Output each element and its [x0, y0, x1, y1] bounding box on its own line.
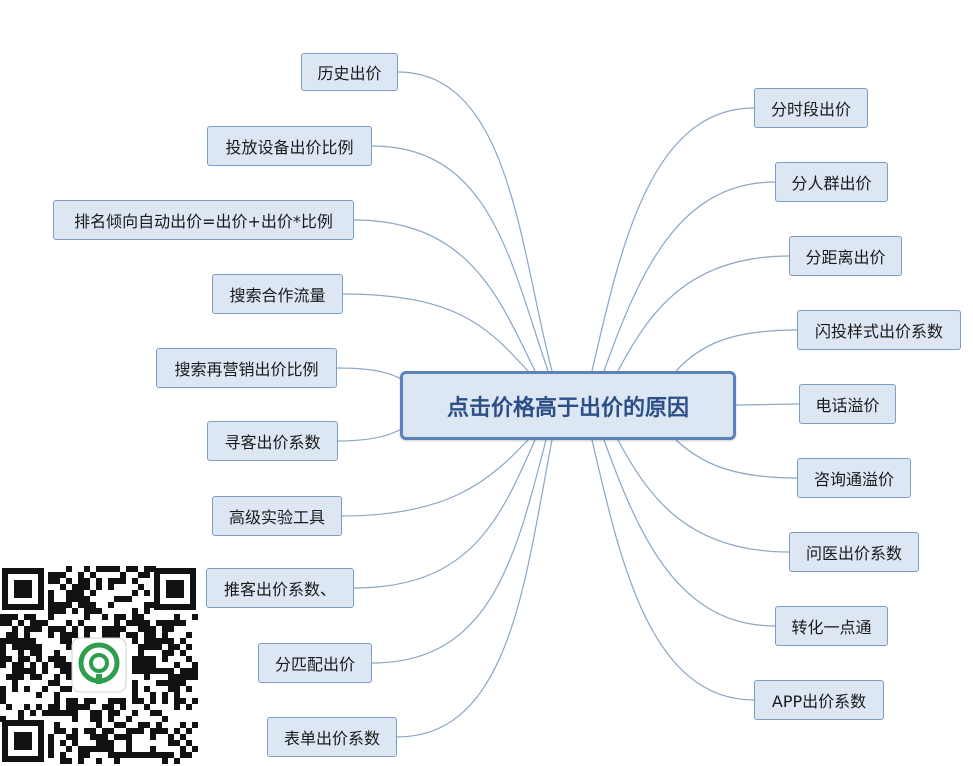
topic-node-right[interactable]: APP出价系数	[754, 680, 884, 720]
topic-node-left[interactable]: 寻客出价系数	[207, 421, 338, 461]
topic-node-left[interactable]: 高级实验工具	[212, 496, 342, 536]
link-right-8	[591, 439, 755, 701]
topic-node-right[interactable]: 转化一点通	[775, 606, 888, 646]
link-left-6	[341, 439, 529, 517]
topic-node-left[interactable]: 搜索合作流量	[212, 274, 343, 314]
link-right-7	[603, 439, 776, 627]
topic-node-left[interactable]: 推客出价系数、	[206, 568, 354, 608]
topic-node-right[interactable]: 问医出价系数	[789, 532, 919, 572]
topic-node-left[interactable]: 分匹配出价	[258, 643, 372, 683]
link-left-0	[397, 71, 553, 372]
link-right-1	[603, 181, 776, 372]
topic-node-right[interactable]: 电话溢价	[799, 384, 896, 424]
topic-node-left[interactable]: 历史出价	[301, 53, 398, 91]
link-right-4	[735, 403, 800, 406]
topic-node-left[interactable]: 排名倾向自动出价=出价+出价*比例	[53, 200, 354, 240]
qr-code-icon	[0, 566, 198, 764]
link-left-3	[342, 293, 529, 372]
link-left-4	[336, 367, 404, 381]
link-right-5	[675, 439, 798, 479]
link-right-0	[591, 107, 755, 372]
topic-node-right[interactable]: 咨询通溢价	[797, 458, 911, 498]
link-right-2	[617, 255, 790, 372]
link-right-6	[617, 439, 790, 553]
link-left-2	[353, 219, 536, 372]
topic-node-left[interactable]: 投放设备出价比例	[207, 126, 372, 166]
link-left-7	[353, 439, 536, 589]
link-left-8	[371, 439, 547, 664]
topic-node-right[interactable]: 分时段出价	[754, 88, 868, 128]
topic-node-left[interactable]: 表单出价系数	[267, 717, 397, 757]
link-right-3	[675, 329, 798, 372]
topic-node-right[interactable]: 分距离出价	[789, 236, 902, 276]
central-topic[interactable]: 点击价格高于出价的原因	[400, 371, 736, 440]
topic-node-right[interactable]: 闪投样式出价系数	[797, 310, 961, 350]
link-left-5	[337, 427, 404, 442]
link-left-1	[371, 145, 549, 372]
app-logo-icon	[71, 637, 127, 693]
topic-node-right[interactable]: 分人群出价	[775, 162, 888, 202]
topic-node-left[interactable]: 搜索再营销出价比例	[156, 348, 337, 388]
link-left-9	[396, 439, 553, 738]
